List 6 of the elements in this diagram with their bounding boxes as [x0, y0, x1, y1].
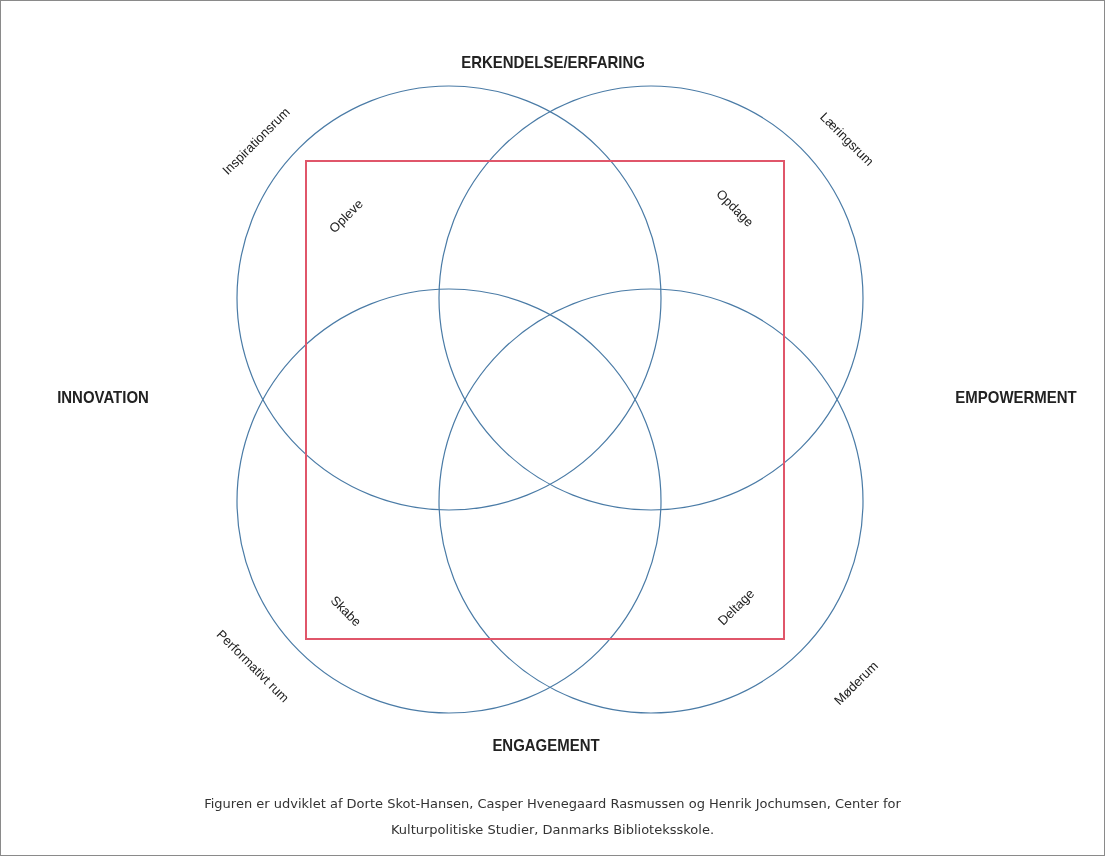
- caption: Figuren er udviklet af Dorte Skot-Hansen, Casper Hvenegaard Rasmussen og Henrik Jochumsen, Center for Kulturpolitiske Studier, Danmarks Biblioteksskole.: [203, 795, 902, 839]
- axis-heading: ERKENDELSE/ERFARING: [461, 53, 645, 73]
- axis-heading: EMPOWERMENT: [955, 388, 1077, 408]
- square-frame: [305, 160, 785, 640]
- axis-heading: ENGAGEMENT: [492, 736, 600, 756]
- axis-heading: INNOVATION: [57, 388, 149, 408]
